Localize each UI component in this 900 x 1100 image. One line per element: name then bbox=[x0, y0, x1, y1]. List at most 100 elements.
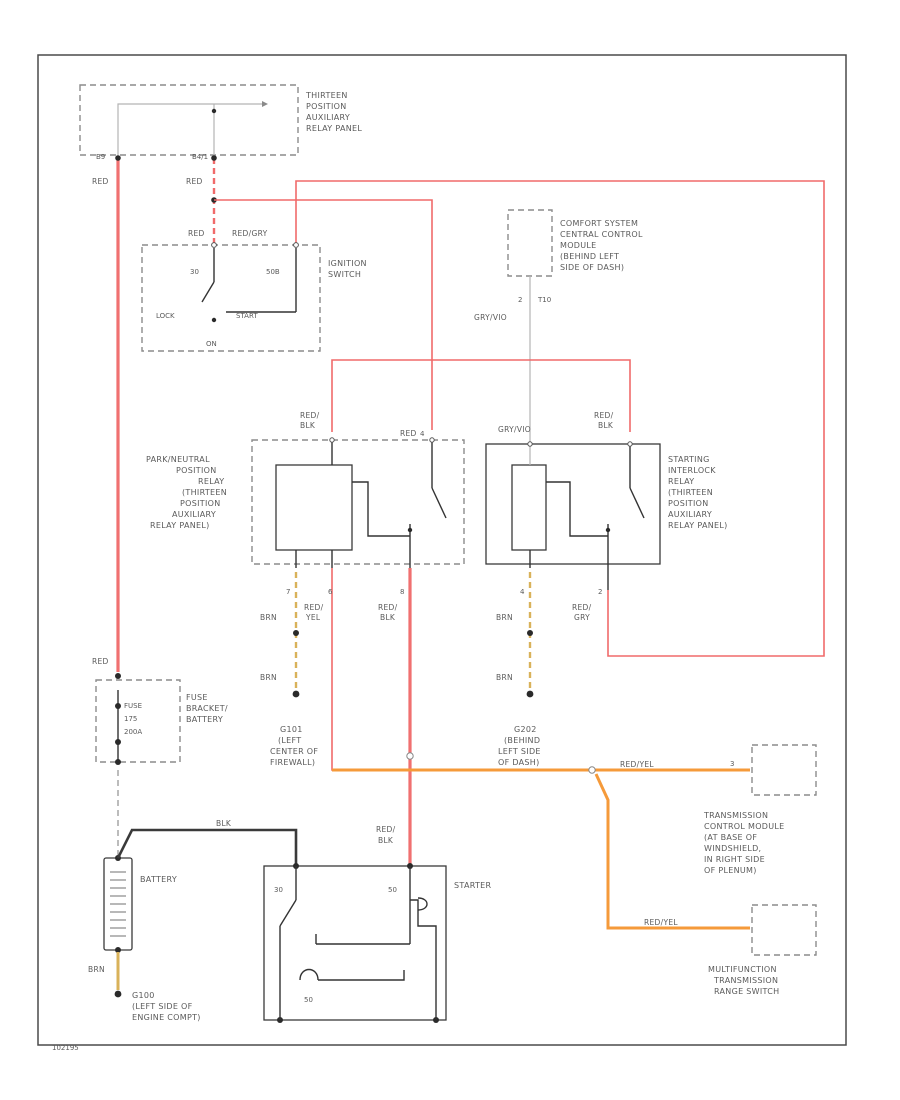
svg-text:RANGE SWITCH: RANGE SWITCH bbox=[714, 987, 779, 996]
svg-text:(LEFT: (LEFT bbox=[278, 736, 301, 745]
svg-text:(AT BASE OF: (AT BASE OF bbox=[704, 833, 757, 842]
svg-text:50B: 50B bbox=[266, 268, 280, 276]
svg-text:BLK: BLK bbox=[380, 613, 396, 622]
svg-text:RED/: RED/ bbox=[304, 603, 324, 612]
svg-text:TRANSMISSION: TRANSMISSION bbox=[713, 976, 778, 985]
diagram-id: 102195 bbox=[52, 1044, 79, 1052]
svg-text:30: 30 bbox=[274, 886, 283, 894]
relay-bridge-wire bbox=[331, 359, 631, 432]
svg-text:OF DASH): OF DASH) bbox=[498, 758, 540, 767]
svg-text:MODULE: MODULE bbox=[560, 241, 597, 250]
svg-text:LEFT SIDE: LEFT SIDE bbox=[498, 747, 541, 756]
svg-text:RELAY PANEL: RELAY PANEL bbox=[306, 124, 362, 133]
svg-text:POSITION: POSITION bbox=[180, 499, 221, 508]
svg-text:50: 50 bbox=[304, 996, 313, 1004]
diagram-frame bbox=[37, 54, 847, 1046]
svg-text:INTERLOCK: INTERLOCK bbox=[668, 466, 716, 475]
svg-text:CONTROL MODULE: CONTROL MODULE bbox=[704, 822, 785, 831]
svg-text:175: 175 bbox=[124, 715, 137, 723]
svg-text:200A: 200A bbox=[124, 728, 142, 736]
svg-text:RELAY PANEL): RELAY PANEL) bbox=[150, 521, 210, 530]
svg-text:RELAY PANEL): RELAY PANEL) bbox=[668, 521, 728, 530]
svg-text:BRN: BRN bbox=[260, 613, 277, 622]
relay-output-wires: 7 BRN BRN 6 RED/ YEL 8 RED/ BLK 4 BRN BR… bbox=[260, 568, 602, 866]
svg-text:BLK: BLK bbox=[598, 421, 614, 430]
svg-text:RELAY: RELAY bbox=[668, 477, 695, 486]
starting-interlock-relay-label: STARTING bbox=[668, 455, 710, 464]
svg-text:(THIRTEEN: (THIRTEEN bbox=[668, 488, 713, 497]
svg-text:ENGINE COMPT): ENGINE COMPT) bbox=[132, 1013, 201, 1022]
svg-text:WINDSHIELD,: WINDSHIELD, bbox=[704, 844, 761, 853]
svg-text:RED: RED bbox=[188, 229, 205, 238]
svg-text:BLK: BLK bbox=[216, 819, 232, 828]
svg-text:START: START bbox=[236, 312, 258, 320]
svg-text:RED: RED bbox=[92, 177, 109, 186]
svg-text:OF PLENUM): OF PLENUM) bbox=[704, 866, 757, 875]
pin-b4-1: B4/1 bbox=[192, 153, 208, 161]
svg-text:RED/: RED/ bbox=[572, 603, 592, 612]
fuse-bracket-battery: FUSE 175 200A FUSE BRACKET/ BATTERY bbox=[95, 673, 228, 858]
aux-relay-panel: B9 B4/1 THIRTEEN POSITION AUXILIARY RELA… bbox=[79, 84, 362, 161]
g101-label: G101 bbox=[280, 725, 303, 734]
mfs-label: MULTIFUNCTION bbox=[708, 965, 777, 974]
svg-text:BRACKET/: BRACKET/ bbox=[186, 704, 228, 713]
svg-text:RED/: RED/ bbox=[378, 603, 398, 612]
aux-panel-label: THIRTEEN bbox=[305, 91, 348, 100]
svg-text:CENTER OF: CENTER OF bbox=[270, 747, 318, 756]
svg-text:RED/YEL: RED/YEL bbox=[644, 918, 678, 927]
comfort-system-module: 2 T10 GRY/VIO COMFORT SYSTEM CENTRAL CON… bbox=[474, 209, 643, 430]
ignition-switch-label: IGNITION bbox=[328, 259, 367, 268]
svg-text:RED/YEL: RED/YEL bbox=[620, 760, 654, 769]
svg-text:RED/: RED/ bbox=[300, 411, 320, 420]
comfort-module-label: COMFORT SYSTEM bbox=[560, 219, 638, 228]
svg-text:SWITCH: SWITCH bbox=[328, 270, 361, 279]
svg-text:YEL: YEL bbox=[305, 613, 321, 622]
battery-label: BATTERY bbox=[140, 875, 177, 884]
svg-text:GRY: GRY bbox=[574, 613, 590, 622]
svg-text:CENTRAL CONTROL: CENTRAL CONTROL bbox=[560, 230, 643, 239]
battery: BATTERY BLK BRN G100 (LEFT SIDE OF ENGIN… bbox=[88, 819, 298, 1022]
svg-text:RED: RED bbox=[400, 429, 417, 438]
ignition-feed-wire: RED RED RED/GRY bbox=[186, 155, 825, 657]
svg-text:(THIRTEEN: (THIRTEEN bbox=[182, 488, 227, 497]
battery-feed-wire: RED RED bbox=[92, 155, 121, 672]
svg-text:RED/: RED/ bbox=[376, 825, 396, 834]
svg-text:RED/GRY: RED/GRY bbox=[232, 229, 268, 238]
svg-text:T10: T10 bbox=[537, 296, 551, 304]
transmission-signal-wire: RED/YEL RED/YEL 3 bbox=[332, 752, 750, 930]
multifunction-transmission-range-switch: MULTIFUNCTION TRANSMISSION RANGE SWITCH bbox=[708, 904, 817, 996]
svg-text:BRN: BRN bbox=[496, 613, 513, 622]
svg-text:BATTERY: BATTERY bbox=[186, 715, 223, 724]
svg-text:POSITION: POSITION bbox=[306, 102, 347, 111]
park-neutral-relay: RED/ BLK RED 4 PARK/NEUTRAL POSITION REL… bbox=[146, 411, 465, 568]
svg-text:SIDE OF DASH): SIDE OF DASH) bbox=[560, 263, 624, 272]
svg-text:8: 8 bbox=[400, 588, 404, 596]
svg-text:6: 6 bbox=[328, 588, 333, 596]
svg-text:BRN: BRN bbox=[260, 673, 277, 682]
svg-text:RELAY: RELAY bbox=[198, 477, 225, 486]
svg-text:3: 3 bbox=[730, 760, 734, 768]
ground-labels: G101 (LEFT CENTER OF FIREWALL) G202 (BEH… bbox=[270, 725, 541, 767]
svg-text:AUXILIARY: AUXILIARY bbox=[172, 510, 216, 519]
svg-text:AUXILIARY: AUXILIARY bbox=[668, 510, 712, 519]
svg-text:LOCK: LOCK bbox=[156, 312, 175, 320]
svg-text:(BEHIND: (BEHIND bbox=[504, 736, 540, 745]
svg-text:IN RIGHT SIDE: IN RIGHT SIDE bbox=[704, 855, 765, 864]
park-neutral-relay-label: PARK/NEUTRAL bbox=[146, 455, 210, 464]
svg-text:RED/: RED/ bbox=[594, 411, 614, 420]
starter-label: STARTER bbox=[454, 881, 492, 890]
svg-text:AUXILIARY: AUXILIARY bbox=[306, 113, 350, 122]
g202-label: G202 bbox=[514, 725, 537, 734]
pin-b9: B9 bbox=[96, 153, 105, 161]
svg-text:(LEFT SIDE OF: (LEFT SIDE OF bbox=[132, 1002, 193, 1011]
svg-text:FUSE: FUSE bbox=[124, 702, 142, 710]
svg-text:4: 4 bbox=[520, 588, 525, 596]
svg-text:RED: RED bbox=[186, 177, 203, 186]
g100-label: G100 bbox=[132, 991, 155, 1000]
transmission-control-module: TRANSMISSION CONTROL MODULE (AT BASE OF … bbox=[703, 744, 817, 875]
svg-text:4: 4 bbox=[420, 430, 425, 438]
svg-text:7: 7 bbox=[286, 588, 290, 596]
svg-text:2: 2 bbox=[518, 296, 522, 304]
svg-text:(BEHIND LEFT: (BEHIND LEFT bbox=[560, 252, 619, 261]
